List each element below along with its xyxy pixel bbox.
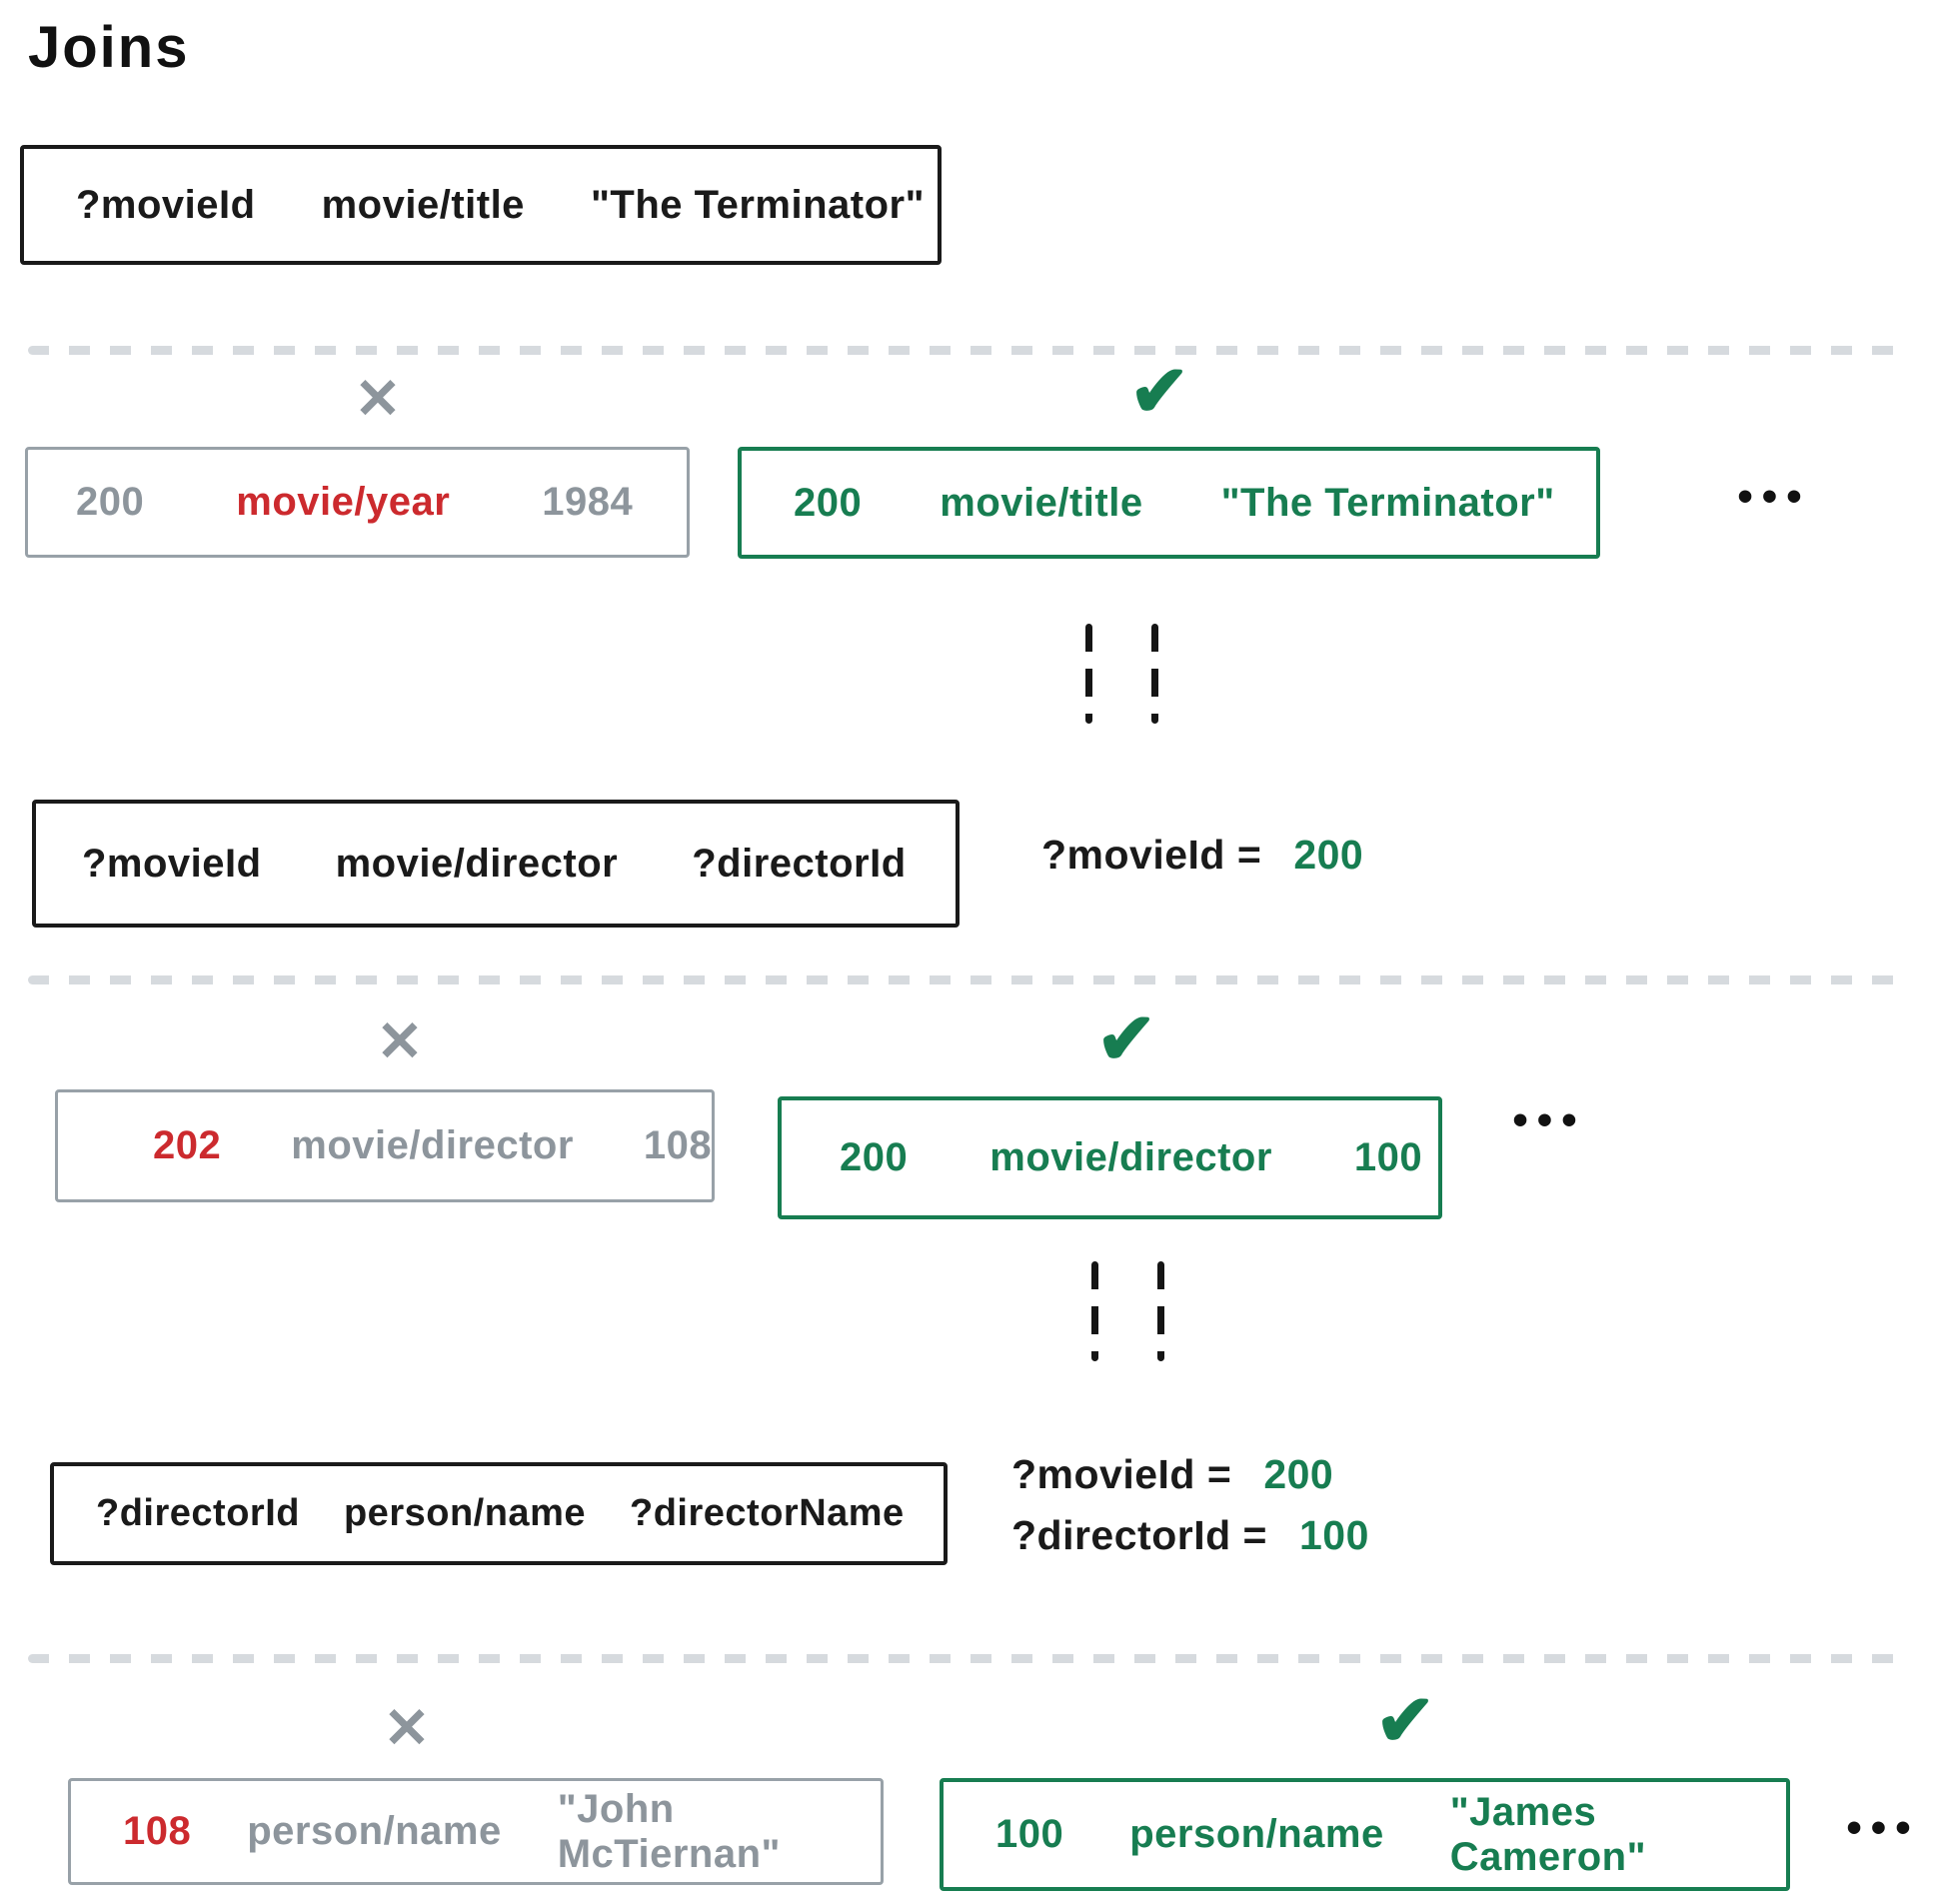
variable-binding: ?movieId = 200	[1041, 832, 1363, 879]
variable-bindings: ?movieId = 200 ?directorId = 100	[1011, 1451, 1369, 1559]
triple-predicate: movie/title	[940, 480, 1143, 525]
triple-rejected-movie-year: 200 movie/year 1984	[25, 447, 690, 558]
ellipsis: •••	[1512, 1095, 1586, 1144]
triple-accepted-movie-title: 200 movie/title "The Terminator"	[738, 447, 1600, 559]
triple-predicate: movie/year	[236, 480, 451, 524]
triple-object: "The Terminator"	[590, 182, 926, 227]
triple-subject: ?directorId	[96, 1492, 300, 1534]
triple-subject: 108	[123, 1809, 192, 1853]
binding-value: 200	[1263, 1451, 1334, 1497]
reject-x-icon: ✕	[354, 367, 402, 430]
query-pattern-movie-title: ?movieId movie/title "The Terminator"	[20, 145, 942, 265]
triple-object: ?directorId	[692, 841, 907, 886]
variable-binding: ?directorId = 100	[1011, 1512, 1369, 1559]
section-divider	[28, 975, 1911, 984]
triple-subject: 202	[153, 1123, 222, 1167]
triple-subject: ?movieId	[82, 841, 262, 886]
triple-accepted-person-name: 100 person/name "James Cameron"	[940, 1778, 1790, 1891]
dashed-connector	[1157, 1261, 1164, 1361]
variable-binding: ?movieId = 200	[1011, 1451, 1369, 1498]
triple-object: ?directorName	[630, 1492, 905, 1534]
triple-predicate: movie/director	[291, 1123, 574, 1167]
triple-rejected-person-name: 108 person/name "John McTiernan"	[68, 1778, 884, 1885]
dashed-connector	[1085, 624, 1092, 724]
section-divider	[28, 1654, 1911, 1663]
query-pattern-movie-director: ?movieId movie/director ?directorId	[32, 800, 960, 928]
triple-accepted-movie-director: 200 movie/director 100	[778, 1096, 1442, 1219]
triple-subject: 200	[840, 1135, 909, 1179]
triple-object: "The Terminator"	[1220, 480, 1555, 525]
binding-label: ?movieId =	[1041, 832, 1262, 878]
triple-object: 1984	[542, 480, 634, 524]
triple-object: 100	[1353, 1135, 1423, 1179]
binding-value: 200	[1293, 832, 1364, 878]
dashed-connector	[1151, 624, 1158, 724]
reject-x-icon: ✕	[383, 1696, 431, 1759]
triple-subject: ?movieId	[76, 182, 256, 227]
page-title: Joins	[28, 15, 190, 80]
triple-subject: 100	[995, 1812, 1064, 1856]
triple-subject: 200	[76, 480, 145, 524]
section-divider	[28, 346, 1911, 355]
triple-subject: 200	[794, 480, 863, 525]
triple-predicate: movie/title	[321, 182, 525, 227]
accept-check-icon: ✔	[1374, 1681, 1436, 1761]
triple-object: "John McTiernan"	[557, 1786, 781, 1876]
triple-predicate: person/name	[343, 1492, 586, 1534]
dashed-connector	[1091, 1261, 1098, 1361]
reject-x-icon: ✕	[376, 1009, 424, 1072]
triple-object: "James Cameron"	[1449, 1789, 1647, 1879]
triple-object: 108	[643, 1123, 713, 1167]
binding-label: ?directorId =	[1011, 1512, 1267, 1558]
triple-rejected-movie-director: 202 movie/director 108	[55, 1089, 715, 1202]
ellipsis: •••	[1737, 472, 1811, 521]
query-pattern-person-name: ?directorId person/name ?directorName	[50, 1462, 948, 1565]
binding-value: 100	[1298, 1512, 1369, 1558]
triple-predicate: movie/director	[989, 1135, 1272, 1179]
binding-label: ?movieId =	[1011, 1451, 1232, 1497]
ellipsis: •••	[1846, 1803, 1920, 1852]
accept-check-icon: ✔	[1095, 999, 1157, 1079]
triple-predicate: movie/director	[335, 841, 619, 886]
triple-predicate: person/name	[1129, 1812, 1384, 1856]
accept-check-icon: ✔	[1128, 352, 1190, 432]
triple-predicate: person/name	[247, 1809, 502, 1853]
